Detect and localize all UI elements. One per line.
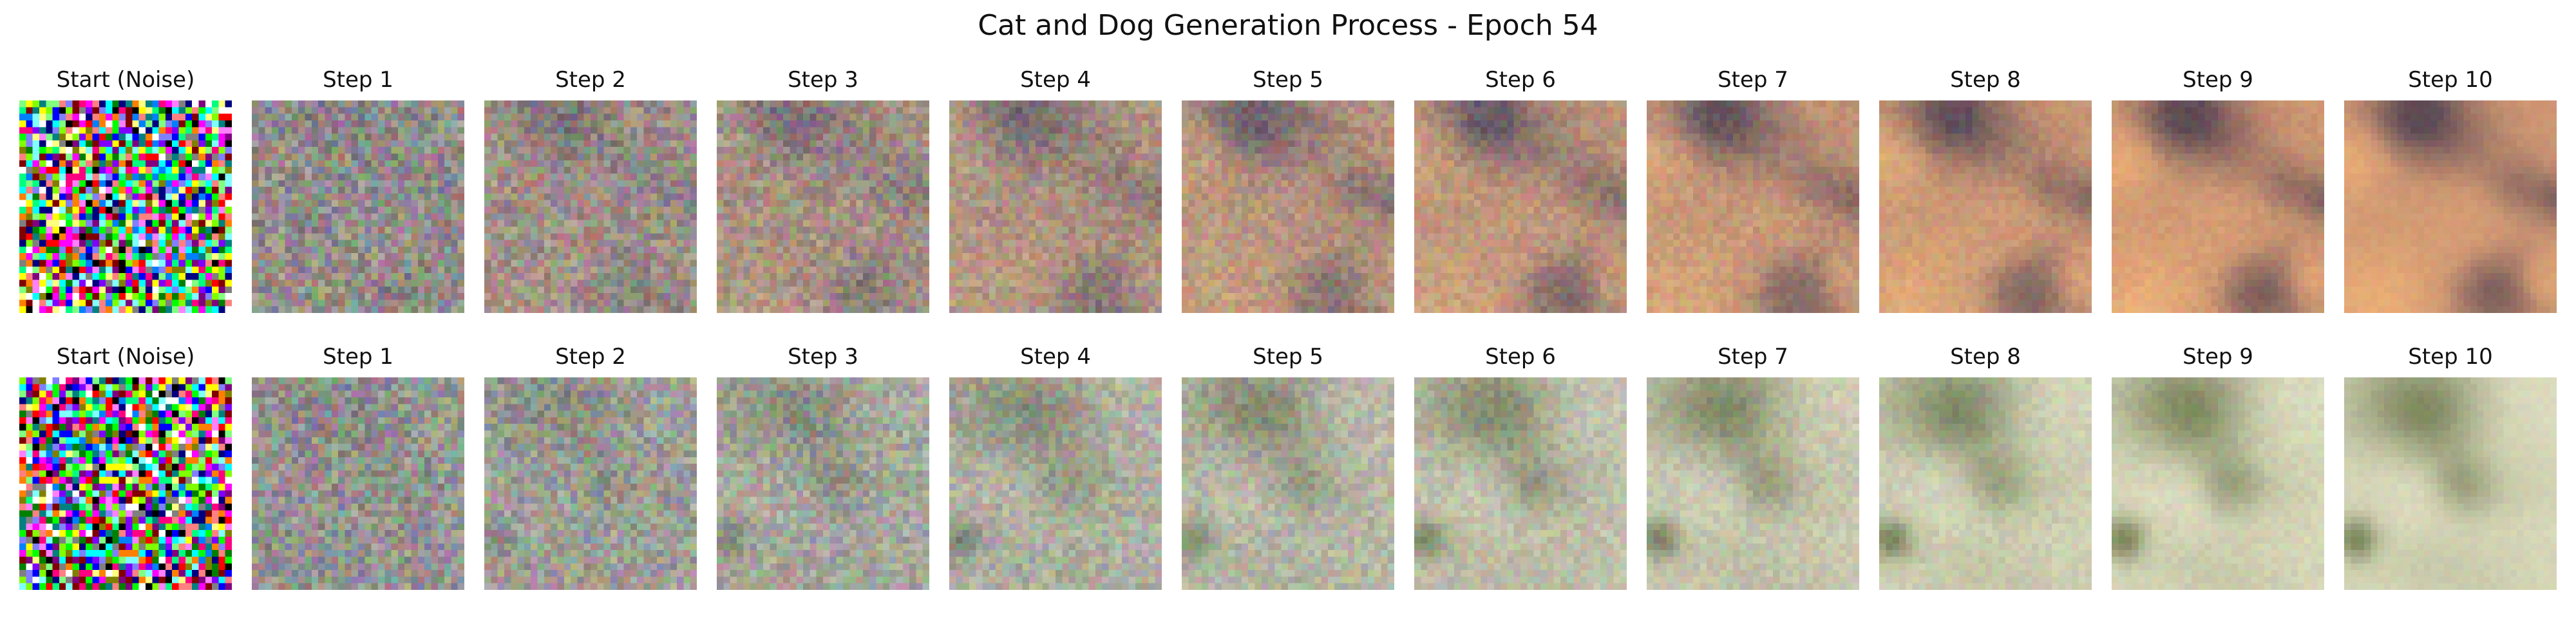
panel-title: Step 7 xyxy=(1718,67,1788,93)
panel-row-2-col-7: Step 6 xyxy=(1414,343,1627,590)
panel-title: Step 10 xyxy=(2408,344,2493,370)
panel-title: Step 4 xyxy=(1020,344,1091,370)
panel-row-1-col-1: Start (Noise) xyxy=(19,66,232,313)
panel-row-1-col-3: Step 2 xyxy=(484,66,697,313)
generated-image xyxy=(1414,377,1627,590)
panel-row-2-col-5: Step 4 xyxy=(949,343,1162,590)
panel-title: Step 8 xyxy=(1950,344,2021,370)
generated-image xyxy=(252,100,464,313)
noise-image xyxy=(19,100,232,313)
panel-title: Step 4 xyxy=(1020,67,1091,93)
panel-title: Step 1 xyxy=(323,67,393,93)
generated-image xyxy=(949,100,1162,313)
panel-title: Step 9 xyxy=(2183,67,2253,93)
panel-row-2-col-2: Step 1 xyxy=(252,343,464,590)
generated-image xyxy=(1879,100,2092,313)
panel-title: Step 10 xyxy=(2408,67,2493,93)
panel-row-2-col-10: Step 9 xyxy=(2112,343,2324,590)
panel-title: Step 2 xyxy=(555,67,626,93)
generated-image xyxy=(2344,377,2557,590)
noise-image xyxy=(19,377,232,590)
generated-image xyxy=(717,377,929,590)
panel-row-1-col-7: Step 6 xyxy=(1414,66,1627,313)
generated-image xyxy=(1182,377,1394,590)
panel-title: Step 3 xyxy=(788,67,858,93)
generated-image xyxy=(2112,377,2324,590)
generated-image xyxy=(1647,100,1859,313)
panel-row-2-col-1: Start (Noise) xyxy=(19,343,232,590)
generated-image xyxy=(1414,100,1627,313)
generated-image xyxy=(1879,377,2092,590)
panel-row-2-col-11: Step 10 xyxy=(2344,343,2557,590)
panel-title: Step 3 xyxy=(788,344,858,370)
panel-title: Start (Noise) xyxy=(56,344,195,370)
panel-title: Step 5 xyxy=(1253,67,1323,93)
generated-image xyxy=(1647,377,1859,590)
panel-row-2-col-6: Step 5 xyxy=(1182,343,1394,590)
panel-title: Step 6 xyxy=(1485,67,1556,93)
generated-image xyxy=(717,100,929,313)
panel-row-2-col-8: Step 7 xyxy=(1647,343,1859,590)
panel-row-1-col-10: Step 9 xyxy=(2112,66,2324,313)
panel-row-2-col-9: Step 8 xyxy=(1879,343,2092,590)
panel-title: Step 5 xyxy=(1253,344,1323,370)
figure-title: Cat and Dog Generation Process - Epoch 5… xyxy=(978,9,1598,42)
generated-image xyxy=(1182,100,1394,313)
panel-row-1-col-2: Step 1 xyxy=(252,66,464,313)
generated-image xyxy=(2112,100,2324,313)
panel-row-1-col-11: Step 10 xyxy=(2344,66,2557,313)
panel-title: Step 2 xyxy=(555,344,626,370)
panel-title: Start (Noise) xyxy=(56,67,195,93)
generated-image xyxy=(2344,100,2557,313)
generated-image xyxy=(252,377,464,590)
panel-title: Step 6 xyxy=(1485,344,1556,370)
panel-row-1-col-4: Step 3 xyxy=(717,66,929,313)
panel-title: Step 7 xyxy=(1718,344,1788,370)
panel-row-2-col-4: Step 3 xyxy=(717,343,929,590)
panel-row-1-col-6: Step 5 xyxy=(1182,66,1394,313)
panel-row-2-col-3: Step 2 xyxy=(484,343,697,590)
panel-row-1-col-8: Step 7 xyxy=(1647,66,1859,313)
panel-title: Step 9 xyxy=(2183,344,2253,370)
generated-image xyxy=(484,100,697,313)
panel-row-1-col-9: Step 8 xyxy=(1879,66,2092,313)
panel-row-1-col-5: Step 4 xyxy=(949,66,1162,313)
generated-image xyxy=(484,377,697,590)
panel-title: Step 1 xyxy=(323,344,393,370)
panel-title: Step 8 xyxy=(1950,67,2021,93)
generated-image xyxy=(949,377,1162,590)
